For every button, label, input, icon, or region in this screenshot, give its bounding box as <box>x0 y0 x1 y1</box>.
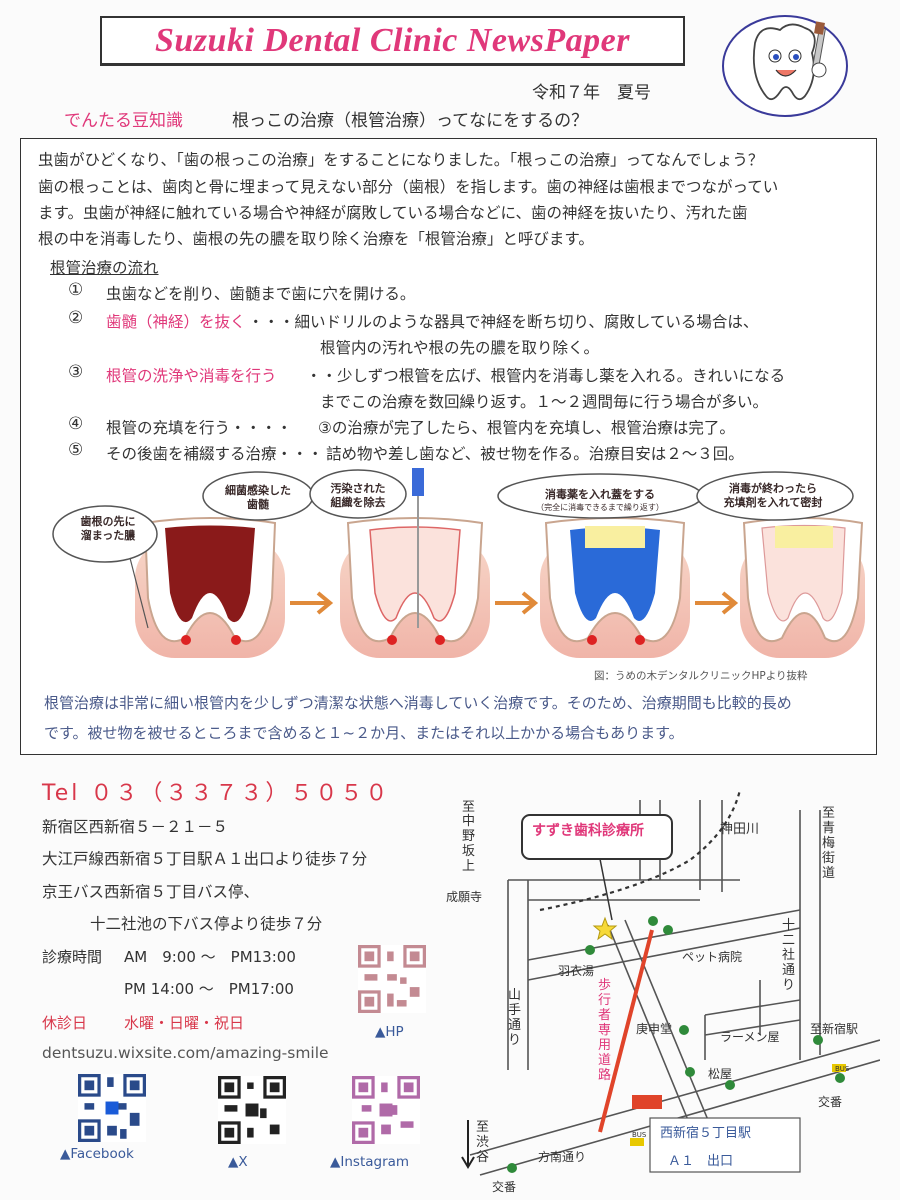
bubble-disinfect: 消毒薬を入れ蓋をする <box>545 488 655 501</box>
map-ramen-label: ラーメン屋 <box>720 1030 780 1044</box>
bubble-remove-tissue: 汚染された 組織を除去 <box>330 482 386 509</box>
step-text: ・・・細いドリルのような器具で神経を断ち切り、腐敗している場合は、 <box>248 313 759 331</box>
bus-label: BUS <box>835 1065 850 1073</box>
flow-title: 根管治療の流れ <box>50 259 159 277</box>
step-number: ④ <box>68 414 84 434</box>
map-matsuya-label: 松屋 <box>708 1067 733 1081</box>
qr-hp-icon[interactable] <box>358 945 426 1013</box>
bubble-pus: 歯根の先に 溜まった膿 <box>80 515 136 542</box>
access-bus-2: 十二社池の下バス停より徒歩７分 <box>90 915 323 933</box>
newspaper-title: Suzuki Dental Clinic NewsPaper <box>154 21 630 59</box>
holiday-days: 水曜・日曜・祝日 <box>124 1014 245 1032</box>
bubble-seal: 消毒が終わったら 充填剤を入れて密封 <box>723 482 823 509</box>
step-heading: 根管の洗浄や消毒を行う <box>106 367 277 385</box>
station-exit-marker <box>632 1095 662 1109</box>
qr-x-label: ▲X <box>228 1154 248 1170</box>
step-text: 根管内の汚れや根の先の膿を取り除く。 <box>320 339 600 357</box>
tooth-mascot-icon <box>722 15 848 117</box>
access-bus: 京王バス西新宿５丁目バス停、 <box>42 883 260 901</box>
access-map <box>461 789 880 1176</box>
tooth-stage-3 <box>540 517 690 658</box>
arrow-icon <box>495 591 539 615</box>
map-shibuya-label: 至渋谷 <box>476 1120 490 1165</box>
south-arrow-icon <box>461 1120 475 1169</box>
website-url[interactable]: dentsuzu.wixsite.com/amazing-smile <box>42 1044 329 1062</box>
map-shinjuku-label: 至新宿駅 <box>810 1022 859 1036</box>
intro-line: ます。虫歯が神経に触れている場合や神経が腐敗している場合などに、歯の神経を抜いた… <box>38 204 748 222</box>
step-text: までこの治療を数回繰り返す。１～２週間毎に行う場合が多い。 <box>320 393 768 411</box>
tooth-stage-2 <box>340 468 490 658</box>
qr-facebook-label: ▲Facebook <box>60 1146 134 1162</box>
hours-pm: PM 14:00 ～ PM17:00 <box>124 980 294 998</box>
route-line <box>598 929 654 1133</box>
root-canal-diagram <box>52 468 865 658</box>
phone-number[interactable]: Tel ０３（３３７３）５０５０ <box>42 781 391 806</box>
map-yamate-label: 山手通り <box>508 988 522 1048</box>
map-walkway-label: 歩行者専用道路 <box>598 978 612 1083</box>
address: 新宿区西新宿５－２１－５ <box>42 818 229 836</box>
figure-source: 図：うめの木デンタルクリニックHPより抜粋 <box>594 670 808 682</box>
step-number: ① <box>68 280 84 300</box>
intro-line: 歯の根っことは、歯肉と骨に埋まって見えない部分（歯根）を指します。歯の神経は歯根… <box>38 178 779 196</box>
qr-instagram-icon[interactable] <box>352 1076 420 1144</box>
map-honan-label: 方南通り <box>538 1150 587 1164</box>
map-exit-label: Ａ１ 出口 <box>668 1154 734 1169</box>
map-koban-label: 交番 <box>818 1095 843 1109</box>
map-station-label: 西新宿５丁目駅 <box>660 1126 752 1141</box>
newspaper-title-box: Suzuki Dental Clinic NewsPaper <box>100 16 685 66</box>
bus-stop-icon <box>630 1138 644 1146</box>
step-heading: 歯髄（神経）を抜く <box>106 313 246 331</box>
map-koshindo-label: 庚申堂 <box>636 1022 673 1036</box>
intro-line: 根の中を消毒したり、歯根の先の膿を取り除く治療を「根管治療」と呼びます。 <box>38 230 594 248</box>
outro-line: です。被せ物を被せるところまで含めると１~２か月、またはそれ以上かかる場合もあり… <box>44 724 684 742</box>
bubble-disinfect-sub: （完全に消毒できるまで繰り返す） <box>536 503 664 512</box>
trivia-label: でんたる豆知識 <box>64 111 183 131</box>
access-subway: 大江戸線西新宿５丁目駅Ａ１出口より徒歩７分 <box>42 850 368 868</box>
step-number: ② <box>68 308 84 328</box>
map-hagoromo-label: 羽衣湯 <box>558 964 595 978</box>
trivia-title: 根っこの治療（根管治療）ってなにをするの？ <box>232 111 589 131</box>
step-text: 詰め物や差し歯など、被せ物を作る。治療目安は２～３回。 <box>326 445 744 463</box>
clinic-star-icon <box>592 916 618 941</box>
step-heading: 根管の充填を行う・・・・ <box>106 419 293 437</box>
map-kanda-label: 神田川 <box>720 822 760 837</box>
map-pet-label: ペット病院 <box>682 950 743 964</box>
step-number: ③ <box>68 362 84 382</box>
arrow-icon <box>695 591 739 615</box>
outro-line: 根管治療は非常に細い根管内を少しずつ清潔な状態へ消毒していく治療です。そのため、… <box>44 694 792 712</box>
hours-am: AM 9:00 ～ PM13:00 <box>124 948 296 966</box>
tooth-stage-1 <box>135 517 285 658</box>
map-juniso-label: 十二社通り <box>782 918 796 993</box>
step-text: 虫歯などを削り、歯髄まで歯に穴を開ける。 <box>106 285 416 303</box>
bubble-infected-pulp: 細菌感染した 歯髄 <box>225 484 291 511</box>
hours-label: 診療時間 <box>42 948 103 966</box>
qr-hp-label: ▲HP <box>375 1024 404 1040</box>
tooth-stage-4 <box>740 517 865 658</box>
holiday-label: 休診日 <box>42 1014 88 1032</box>
river-line <box>539 789 742 912</box>
qr-facebook-icon[interactable] <box>78 1074 146 1142</box>
map-ome-label: 至青梅街道 <box>822 806 836 881</box>
arrow-icon <box>290 591 334 615</box>
issue-date: 令和７年 夏号 <box>532 83 651 103</box>
step-text: ③の治療が完了したら、根管内を充填し、根管治療は完了。 <box>318 419 735 437</box>
step-text: ・・少しずつ根管を広げ、根管内を消毒し薬を入れる。きれいになる <box>306 367 786 385</box>
map-jyounen-label: 成願寺 <box>446 890 483 904</box>
map-clinic-label: すずき歯科診療所 <box>532 823 644 839</box>
map-nakano-label: 中野坂上 <box>462 814 476 874</box>
intro-line: 虫歯がひどくなり、「歯の根っこの治療」をすることになりました。「根っこの治療」っ… <box>38 151 764 169</box>
map-nakano-to: 至 <box>462 800 476 815</box>
step-number: ⑤ <box>68 440 84 460</box>
step-heading: その後歯を補綴する治療・・・ <box>106 445 324 463</box>
bus-label: BUS <box>632 1131 647 1139</box>
qr-instagram-label: ▲Instagram <box>330 1154 410 1170</box>
qr-x-icon[interactable] <box>218 1076 286 1144</box>
map-koban-label: 交番 <box>492 1180 517 1194</box>
bus-stop-icon <box>832 1064 846 1072</box>
